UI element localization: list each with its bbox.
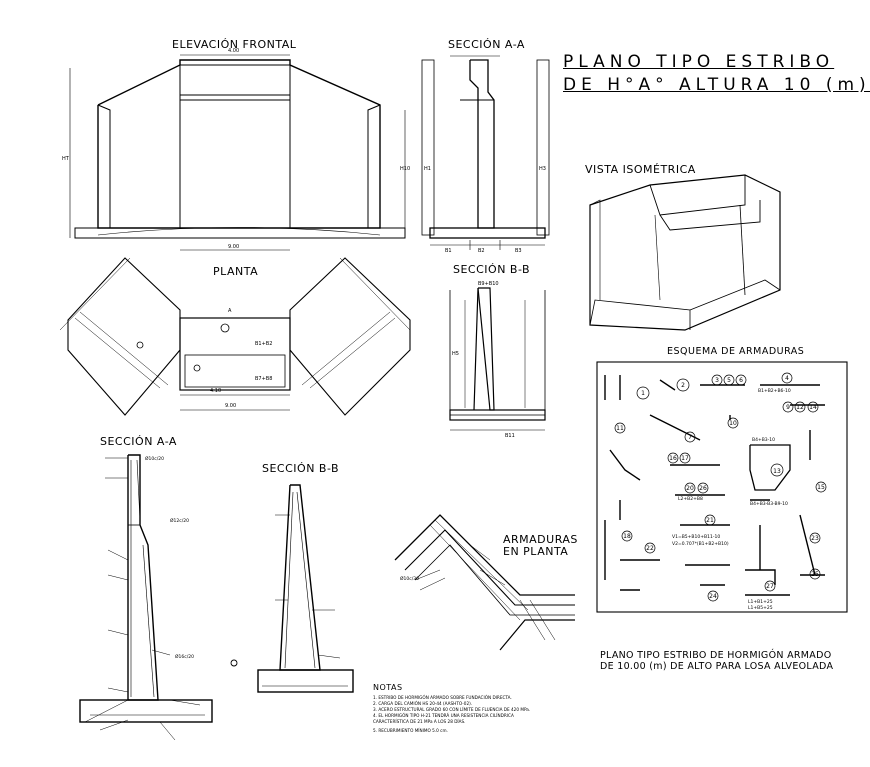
rebar-mark: 10 — [729, 420, 737, 427]
dim-aa-b1: B1 — [445, 248, 452, 254]
dim-planta-base: 9.00 — [225, 403, 236, 409]
notes-item-4: 4. EL HORMIGÓN TIPO H-21 TENDRÁ UNA RESI… — [373, 713, 514, 718]
rebar-mark: 16 — [669, 455, 677, 462]
section-aa-top-drawing — [421, 55, 550, 250]
bar-spec-4: Ø10c/30 — [400, 575, 419, 582]
sheet-title-line-2: DE H°A° ALTURA 10 (m) — [563, 75, 870, 95]
title-seccion-aa-bottom: SECCIÓN A-A — [100, 435, 177, 448]
rebar-mark: 27 — [766, 583, 774, 590]
rebar-formula-6: V2=0.707*(B1+B2+B10) — [672, 541, 729, 547]
dim-aa-h1: H1 — [424, 166, 431, 172]
rebar-mark: 14 — [809, 404, 817, 411]
notes-title: NOTAS — [373, 683, 403, 692]
rebar-mark: 20 — [686, 485, 694, 492]
dim-bb-h: H5 — [452, 351, 459, 357]
notes-item-1: 1. ESTRIBO DE HORMIGÓN ARMADO SOBRE FUND… — [373, 695, 512, 700]
rebar-mark: 24 — [709, 593, 717, 600]
notes-item-2: 2. CARGA DEL CAMIÓN HS 20-44 (AASHTO-02)… — [373, 701, 473, 706]
rebar-formula-8: L1+B5+25 — [748, 605, 773, 611]
rebar-mark: 18 — [623, 533, 631, 540]
rebar-mark: 3 — [715, 377, 719, 384]
rebar-mark: 23 — [811, 535, 819, 542]
dim-elev-h10: H10 — [400, 166, 410, 172]
dim-planta-a: A — [228, 308, 232, 314]
rebar-formula-5: V1=B5+B10+B11-10 — [672, 534, 720, 540]
title-vista-isometrica: VISTA ISOMÉTRICA — [585, 163, 696, 176]
title-planta: PLANTA — [213, 265, 259, 278]
dim-planta-b1b2: B1+B2 — [255, 341, 272, 347]
rebar-mark: 4 — [785, 375, 789, 382]
dim-aa-b2: B2 — [478, 248, 485, 254]
sheet-title-line-1: PLANO TIPO ESTRIBO — [563, 52, 835, 72]
title-seccion-bb-bottom: SECCIÓN B-B — [262, 462, 340, 475]
caption-line-1: PLANO TIPO ESTRIBO DE HORMIGÓN ARMADO — [600, 650, 832, 661]
rebar-mark: 15 — [817, 484, 825, 491]
section-aa-bottom-drawing — [79, 454, 213, 741]
rebar-mark: 12 — [796, 404, 804, 411]
bar-spec-3: Ø16c/20 — [175, 653, 194, 660]
rebar-formula-3: B4+B3-B3-B9-10 — [750, 501, 788, 507]
bar-spec-1: Ø10c/20 — [145, 455, 164, 462]
dim-aa-h3: H3 — [539, 166, 546, 172]
rebar-mark: 26 — [699, 485, 707, 492]
dim-elev-base: 9.00 — [228, 244, 239, 250]
front-elevation-drawing — [69, 54, 406, 251]
rebar-mark: 25 — [811, 571, 819, 578]
rebar-mark: 13 — [773, 468, 781, 475]
rebar-mark: 5 — [727, 377, 731, 384]
notes-item-5: CARACTERÍSTICA DE 21 MPa A LOS 28 DÍAS. — [373, 719, 466, 724]
title-seccion-bb-top: SECCIÓN B-B — [453, 263, 531, 276]
rebar-mark: 21 — [706, 517, 714, 524]
isometric-view-drawing — [589, 174, 781, 331]
caption-line-2: DE 10.00 (m) DE ALTO PARA LOSA ALVEOLADA — [600, 661, 834, 672]
notes-item-3: 3. ACERO ESTRUCTURAL GRADO 60 CON LÍMITE… — [373, 707, 531, 712]
title-elevacion-frontal: ELEVACIÓN FRONTAL — [172, 38, 297, 51]
title-esquema-armaduras: ESQUEMA DE ARMADURAS — [667, 346, 805, 357]
title-armaduras: ARMADURAS — [503, 533, 578, 546]
dim-bb-b9b10: B9+B10 — [478, 281, 499, 287]
title-seccion-aa-top: SECCIÓN A-A — [448, 38, 525, 51]
dim-elev-top: 4.00 — [228, 48, 239, 54]
dim-elev-ht: HT — [62, 156, 70, 162]
rebar-mark: 17 — [681, 455, 689, 462]
rebar-formula-1: B1+B2+B6-10 — [758, 388, 791, 394]
rebar-mark: 11 — [616, 425, 624, 432]
section-bb-top-drawing — [449, 287, 546, 431]
rebar-mark: 2 — [681, 382, 685, 389]
plan-view-drawing — [59, 257, 411, 416]
rebar-mark: 9 — [786, 404, 790, 411]
rebar-formula-2: B4+B3-10 — [752, 437, 775, 443]
dim-planta-width: 4.10 — [210, 388, 221, 394]
rebar-mark: 22 — [646, 545, 654, 552]
rebar-mark: 7 — [688, 434, 692, 441]
notes-item-6: 5. RECUBRIMIENTO MÍNIMO 5.0 cm. — [373, 728, 448, 733]
dim-aa-b3: B3 — [515, 248, 522, 254]
reinforcement-schedule-drawing — [596, 361, 848, 613]
dim-bb-b11: B11 — [505, 433, 515, 439]
rebar-formula-7: L1+B1+25 — [748, 599, 773, 605]
rebar-mark: 6 — [739, 377, 743, 384]
bar-spec-2: Ø12c/20 — [170, 517, 189, 524]
rebar-mark: 1 — [641, 390, 645, 397]
title-en-planta: EN PLANTA — [503, 545, 569, 558]
dim-planta-b7b8: B7+B8 — [255, 376, 272, 382]
section-bb-bottom-drawing — [230, 484, 354, 693]
plan-reinforcement-drawing — [394, 514, 575, 651]
rebar-formula-4: L2+B2+B8 — [678, 496, 703, 502]
